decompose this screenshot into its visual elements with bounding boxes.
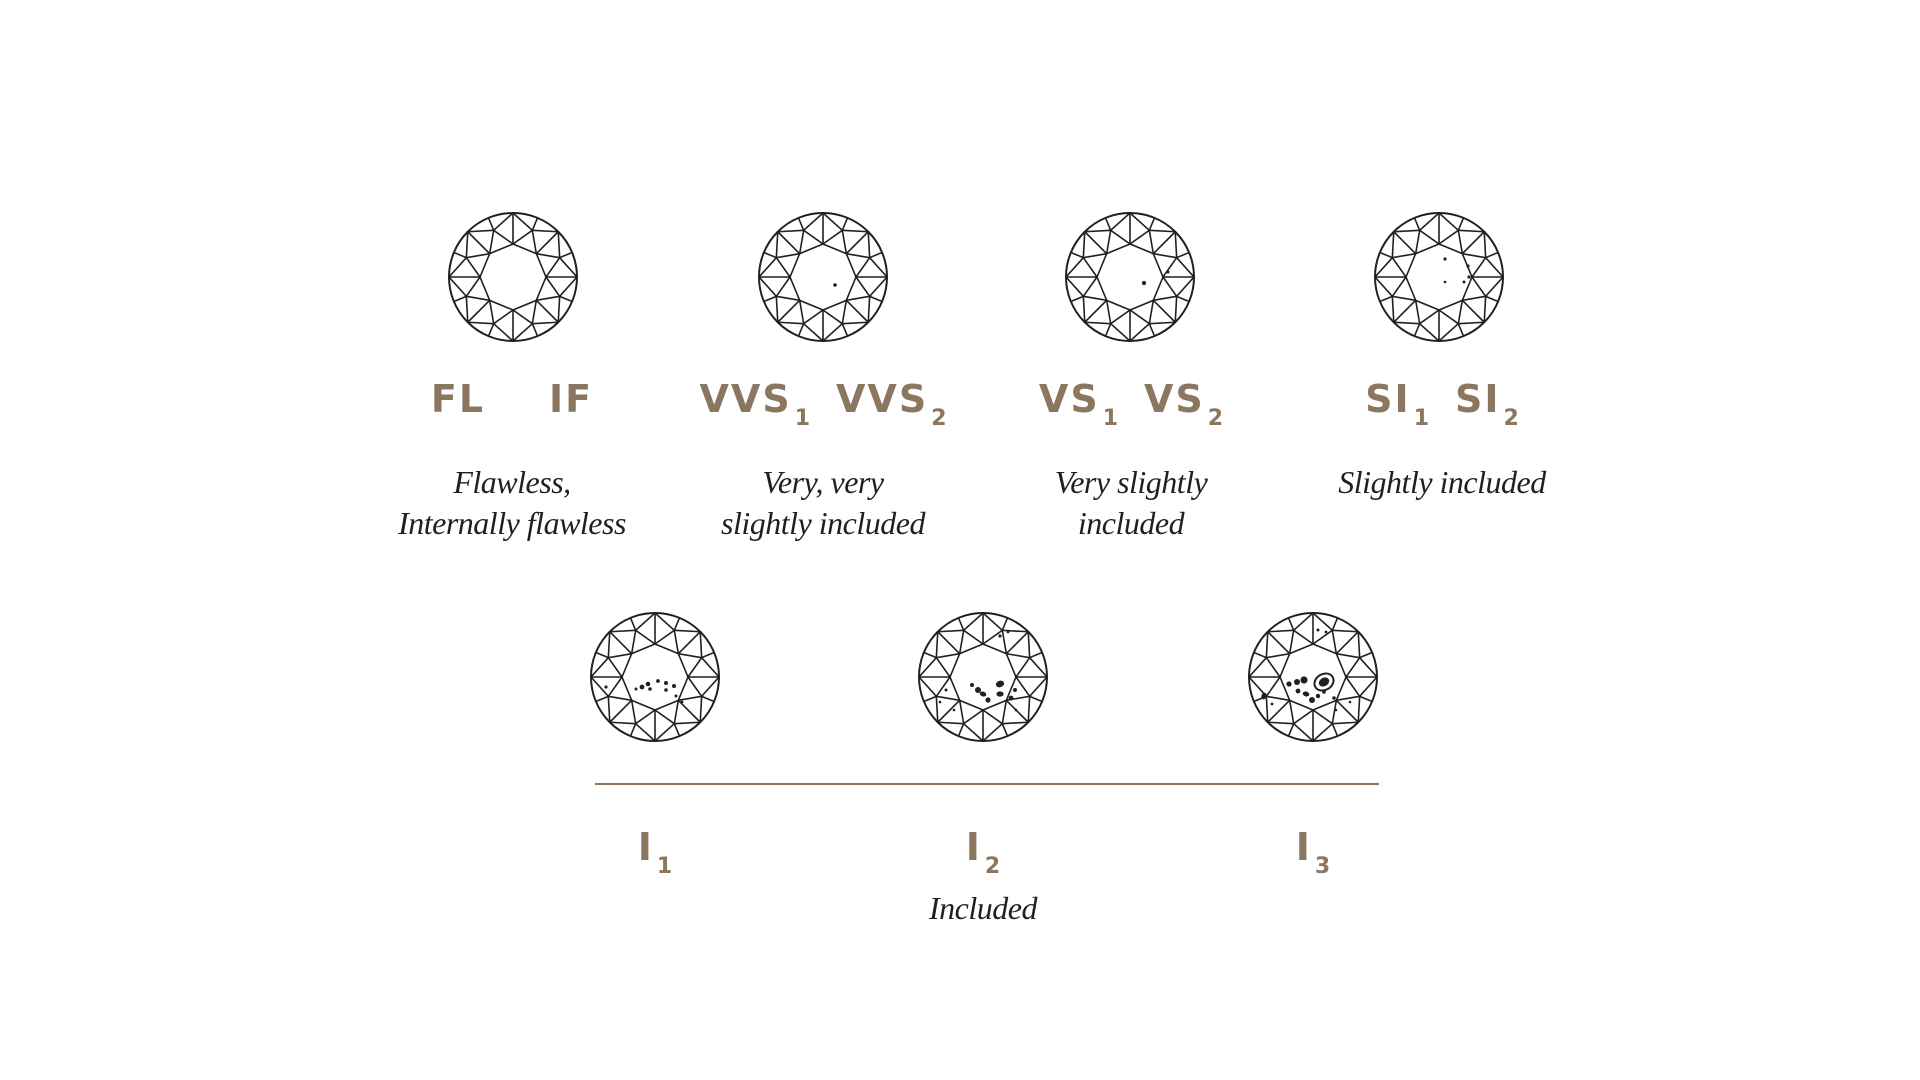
inclusion-dot: [975, 687, 981, 693]
diamond-outline: [448, 212, 578, 342]
description-line: Very, very: [762, 464, 884, 500]
inclusion-dot: [938, 700, 942, 704]
inclusion-dot: [996, 691, 1004, 697]
description-vvs: Very, very slightly included: [623, 462, 1023, 544]
inclusion-cloud-ring: [1313, 672, 1335, 692]
inclusion-dot: [1300, 676, 1308, 684]
description-line: slightly included: [721, 505, 925, 541]
description-si: Slightly included: [1242, 462, 1642, 503]
diamond-vs-icon: [1063, 210, 1197, 344]
inclusion-dot: [998, 634, 1002, 638]
inclusion-dot: [1315, 693, 1321, 699]
inclusion-dot: [970, 683, 974, 687]
inclusion-dot: [1309, 697, 1315, 703]
scale-divider-line: [595, 783, 1379, 785]
inclusion-dot: [952, 708, 956, 712]
description-line: Slightly included: [1338, 464, 1546, 500]
inclusion-dot: [604, 685, 608, 689]
diamond-i2-icon: [916, 610, 1050, 744]
description-vs: Very slightly included: [931, 462, 1331, 544]
inclusion-dot: [1334, 708, 1338, 712]
inclusion-dot: [1443, 257, 1447, 261]
description-included: Included: [929, 890, 1037, 926]
diamond-outline: [590, 612, 720, 742]
inclusion-dot: [1348, 700, 1352, 704]
inclusion-cloud-core: [1318, 677, 1330, 687]
grade-fl: FL: [430, 377, 486, 421]
inclusion-dot: [1013, 688, 1017, 692]
inclusion-dot: [634, 687, 638, 691]
diamond-fl-if-icon: [446, 210, 580, 344]
inclusion-dot: [648, 687, 652, 691]
inclusion-dot: [656, 679, 660, 683]
inclusion-dot: [1467, 275, 1471, 279]
diamond-i3-icon: [1246, 610, 1380, 744]
inclusion-dot: [1466, 264, 1470, 268]
diamond-i1-icon: [588, 610, 722, 744]
inclusion-dot: [1014, 708, 1018, 712]
description-line: Flawless,: [453, 464, 571, 500]
description-line: Very slightly: [1054, 464, 1208, 500]
inclusion-dot: [1294, 679, 1300, 685]
inclusion-dot: [1316, 628, 1320, 632]
description-line: Internally flawless: [398, 505, 626, 541]
inclusion-dot: [833, 283, 837, 287]
inclusion-dot: [1302, 691, 1310, 697]
inclusion-dot: [1462, 280, 1466, 284]
inclusion-dot: [672, 684, 676, 688]
diamond-vvs-icon: [756, 210, 890, 344]
diamond-outline: [1065, 212, 1195, 342]
diamond-outline: [758, 212, 888, 342]
inclusion-dot: [1008, 695, 1014, 701]
inclusion-dot: [1324, 630, 1328, 634]
description-fl-if: Flawless, Internally flawless: [312, 462, 712, 544]
inclusion-dot: [1261, 692, 1267, 700]
diamond-outline: [918, 612, 1048, 742]
inclusion-dot: [674, 694, 678, 698]
inclusion-dot: [680, 700, 684, 704]
inclusion-dot: [639, 684, 645, 690]
diamond-outline: [1248, 612, 1378, 742]
inclusion-dot: [995, 680, 1005, 688]
inclusion-dot: [645, 681, 651, 687]
inclusion-dot: [1166, 270, 1170, 274]
inclusion-dot: [664, 681, 668, 685]
description-line: included: [1077, 505, 1185, 541]
inclusion-dot: [944, 688, 948, 692]
grade-if: IF: [549, 377, 594, 421]
diamond-outline: [1374, 212, 1504, 342]
inclusion-dot: [664, 688, 668, 692]
diamond-si-icon: [1372, 210, 1506, 344]
inclusion-dot: [985, 697, 991, 703]
inclusion-dot: [1286, 681, 1292, 687]
grade-label-fl-if: FL IF: [312, 380, 712, 418]
inclusion-dot: [979, 691, 987, 697]
inclusion-dot: [1141, 280, 1147, 286]
inclusion-dot: [1443, 280, 1447, 284]
inclusion-dot: [1270, 702, 1274, 706]
inclusion-dot: [1295, 688, 1301, 694]
inclusion-dot: [1006, 630, 1010, 634]
inclusion-dot: [1332, 696, 1336, 700]
